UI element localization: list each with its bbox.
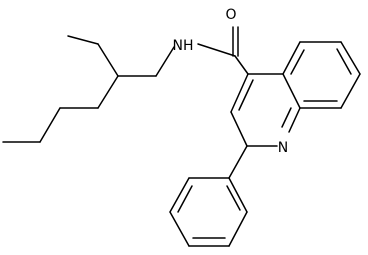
bond-ch-to-ethyl-ch2 <box>97 43 119 77</box>
bond-ethyl-ch2-to-ch3 <box>67 35 99 45</box>
pyridine-ring <box>230 73 301 147</box>
oxygen-label: O <box>225 7 236 23</box>
bond-ph-2-3 <box>228 211 248 247</box>
bond-ph-1-2 <box>228 177 248 213</box>
bond-nh-to-ch2 <box>155 46 175 77</box>
bond-c4a-c8a <box>282 73 301 109</box>
amide-nh-label: NH <box>173 38 194 54</box>
bond-carbonyl-to-ring <box>234 55 249 75</box>
bond-c8a-n1-inner <box>281 107 292 128</box>
bond-c2-to-phenyl <box>228 145 248 179</box>
bond-c6-c7-inner <box>336 48 352 75</box>
bond-ph-4-5 <box>169 211 190 247</box>
benzo-ring <box>282 41 361 109</box>
bond-butyl-2-to-3 <box>39 107 61 143</box>
alkyl-chain <box>2 35 175 143</box>
bond-c7-c8 <box>340 73 361 109</box>
bond-c3-c4-inner <box>238 79 254 111</box>
bond-ph-1-2-inner <box>226 185 241 211</box>
bond-ph-5-6-inner <box>177 185 193 213</box>
bond-carbonyl-to-nh <box>197 43 236 57</box>
ring-nitrogen-label: N <box>278 140 288 156</box>
phenyl-ring <box>169 145 248 247</box>
bond-c4a-c5-inner <box>290 49 305 75</box>
bond-c2-c3 <box>230 111 248 147</box>
bond-c4a-c5 <box>282 41 301 75</box>
carbonyl-group <box>197 26 249 75</box>
bond-c3-c4 <box>230 73 249 113</box>
bond-c6-c7 <box>340 41 361 75</box>
bond-ch-to-butyl-1 <box>97 75 119 109</box>
bond-c8a-n1 <box>288 107 301 133</box>
bond-ph-5-6 <box>169 177 190 213</box>
